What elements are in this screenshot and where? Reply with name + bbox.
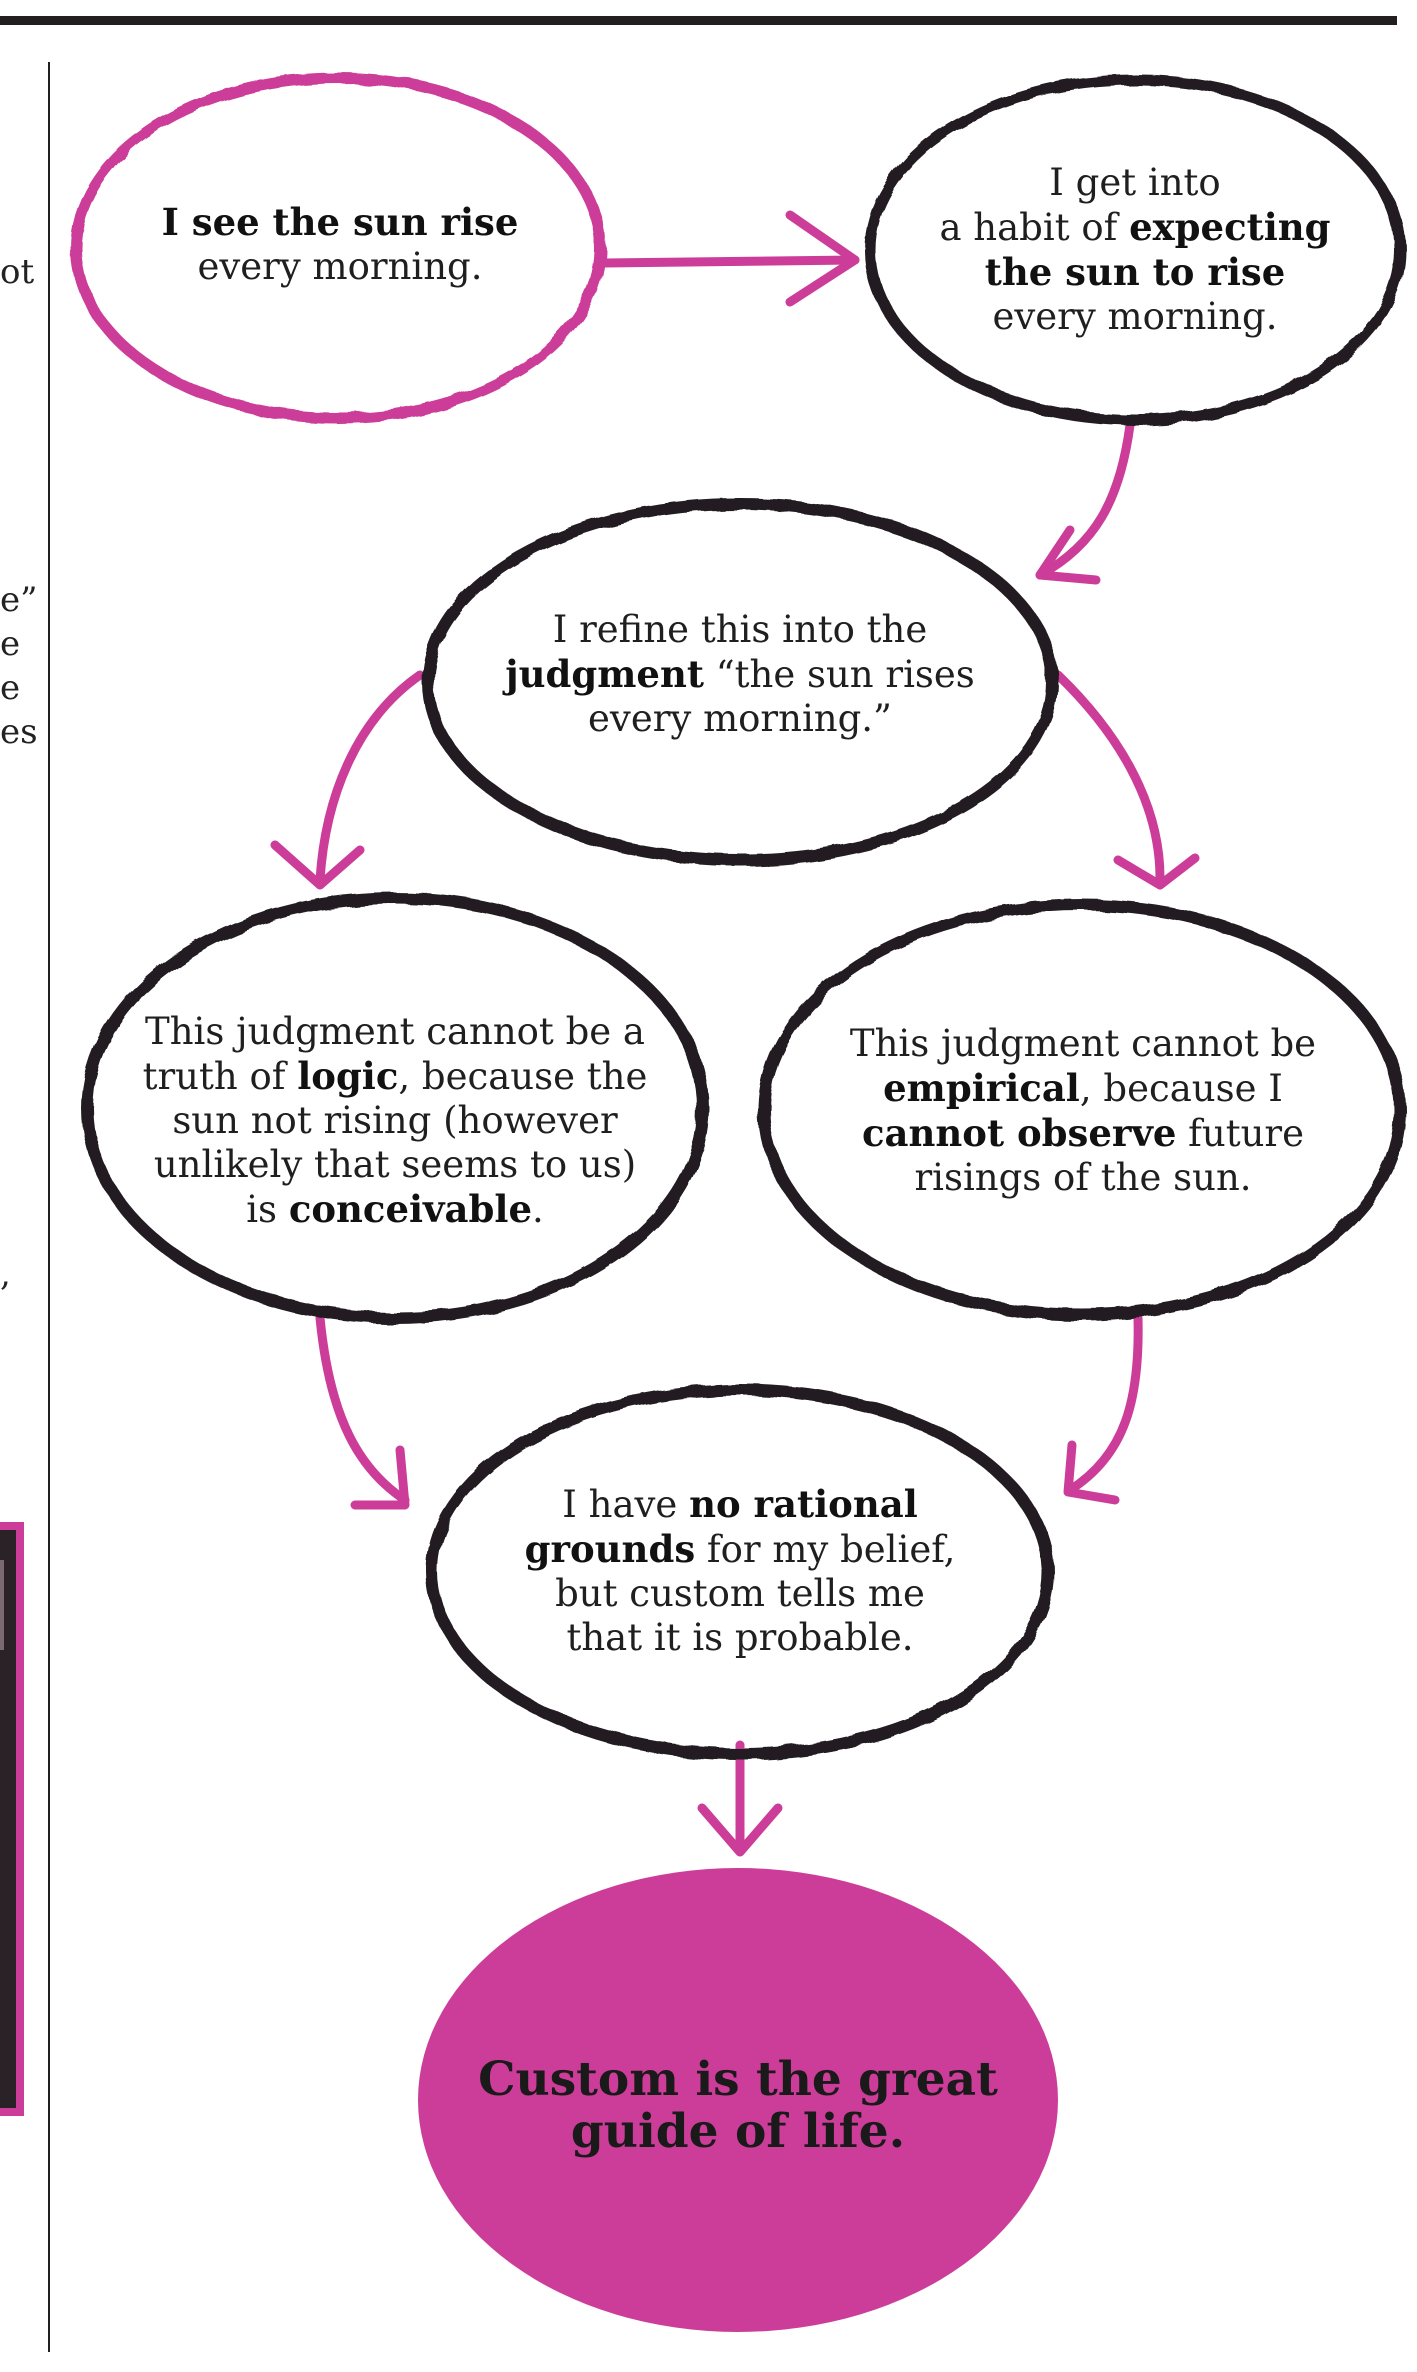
arrowhead (1063, 1440, 1120, 1505)
node-habit-line1: I get into (1049, 161, 1221, 204)
left-column-fragment: e” (0, 580, 38, 620)
node-custom: Custom is the great guide of life. (478, 2052, 998, 2159)
node-logic: This judgment cannot be a truth of logic… (135, 1010, 655, 1232)
arrowhead (1035, 525, 1101, 585)
node-empirical-mid: , because I (1079, 1067, 1283, 1110)
node-judgment-bold: judgment (505, 652, 704, 696)
node-ellipse-sun-rise (70, 72, 606, 424)
node-ellipse-empirical (758, 899, 1406, 1321)
column-divider (48, 62, 50, 2352)
node-ellipse-no-grounds (426, 1384, 1054, 1760)
node-no-grounds-post: for my belief, but custom tells me that … (555, 1528, 956, 1659)
node-sun-rise-rest: every morning. (197, 245, 483, 288)
arrowhead (785, 210, 860, 307)
node-habit-post: every morning. (992, 295, 1278, 338)
arrowhead (697, 1803, 783, 1857)
arrow-logic-to-grounds (315, 1313, 410, 1505)
node-empirical: This judgment cannot be empirical, becau… (838, 1022, 1328, 1200)
left-column-fragment: , (0, 1254, 11, 1294)
node-sun-rise-bold: I see the sun rise (161, 200, 519, 244)
cropped-photo (0, 1522, 24, 2116)
node-logic-bold1: logic (297, 1054, 399, 1098)
node-no-grounds-bold: no rational grounds (524, 1482, 918, 1571)
node-empirical-pre: This judgment cannot be (849, 1022, 1317, 1065)
node-empirical-bold2: cannot observe (862, 1111, 1177, 1155)
arrow-sun-to-habit (600, 255, 860, 268)
node-habit-pre: a habit of (939, 206, 1130, 249)
arrowhead (350, 1445, 410, 1510)
left-column-fragment: e (0, 668, 21, 708)
node-habit: I get into a habit of expecting the sun … (920, 161, 1350, 339)
node-ellipse-custom (418, 1868, 1058, 2332)
node-logic-post: . (532, 1188, 544, 1231)
node-sun-rise: I see the sun rise every morning. (120, 200, 560, 289)
node-judgment-pre: I refine this into the (552, 608, 928, 651)
arrow-judgment-to-logic (315, 670, 425, 885)
arrows (270, 210, 1200, 1857)
arrowhead (1113, 853, 1200, 890)
node-logic-bold2: conceivable (288, 1187, 532, 1231)
arrow-judgment-to-empirical (1053, 670, 1165, 883)
node-no-grounds: I have no rational grounds for my belief… (515, 1482, 965, 1660)
node-no-grounds-pre: I have (562, 1483, 690, 1526)
node-empirical-bold1: empirical (883, 1066, 1080, 1110)
node-judgment-post: “the sun rises every morning.” (588, 653, 975, 740)
arrowhead (270, 840, 365, 890)
arrow-empirical-to-grounds (1065, 1313, 1143, 1495)
node-empirical-post: future risings of the sun. (914, 1112, 1304, 1199)
node-logic-pre: This judgment cannot be a truth of (142, 1010, 645, 1098)
left-column-fragment: ot (0, 252, 35, 292)
left-column-fragment: es (0, 712, 38, 752)
node-judgment: I refine this into the judgment “the sun… (500, 608, 980, 741)
top-rule (0, 16, 1397, 25)
node-ellipse-logic (81, 892, 709, 1324)
node-logic-mid: , because the sun not rising (however un… (153, 1055, 648, 1231)
node-ellipse-judgment (422, 498, 1058, 866)
node-habit-bold: expecting the sun to rise (984, 205, 1331, 294)
arrow-habit-to-judgment (1035, 420, 1135, 580)
node-ellipse-habit (864, 74, 1406, 426)
left-column-fragment: e (0, 624, 21, 664)
